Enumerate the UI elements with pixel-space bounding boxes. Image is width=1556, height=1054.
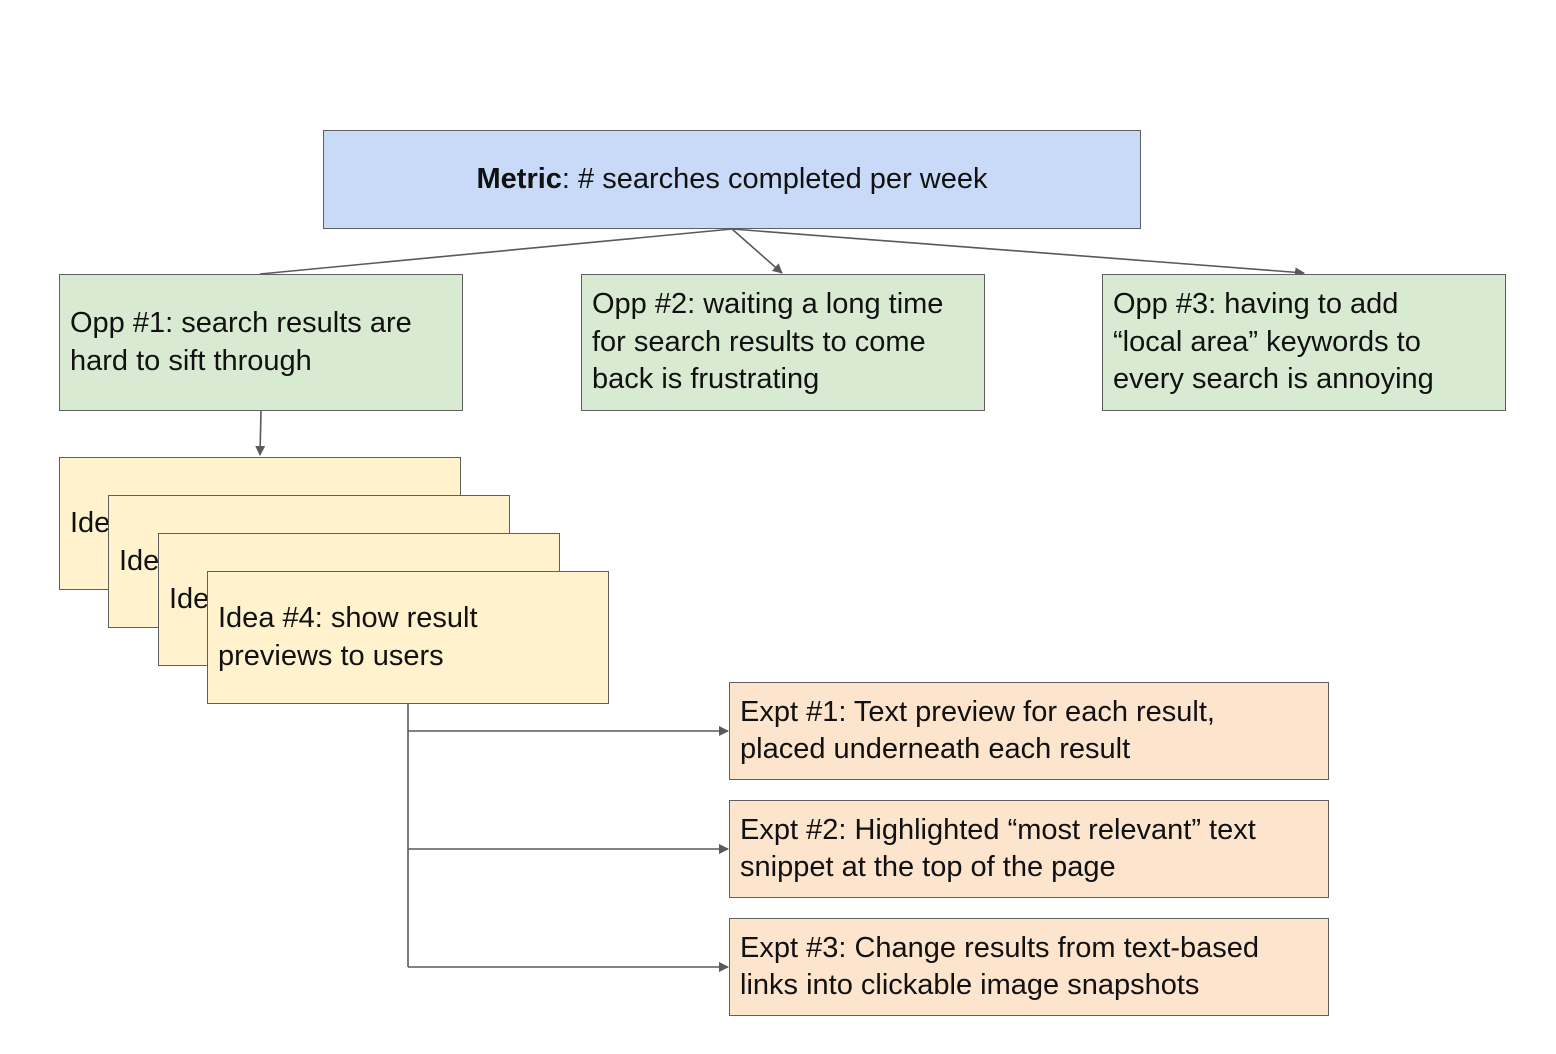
experiment-box-1: Expt #1: Text preview for each result, p…: [729, 682, 1329, 780]
text-line: snippet at the top of the page: [740, 851, 1116, 883]
connector-opp-1-to-ideas: [255, 410, 266, 456]
connector-metric-to-opp-1: [259, 228, 733, 275]
idea-text: Ide: [70, 505, 110, 543]
opportunity-box-2: Opp #2: waiting a long time for search r…: [581, 274, 985, 411]
idea-text: Ide: [119, 543, 159, 581]
text-line: previews to users: [218, 639, 444, 672]
text-line: Ide: [70, 506, 111, 539]
opportunity-text: Opp #3: having to add “local area” keywo…: [1113, 286, 1434, 399]
experiment-box-3: Expt #3: Change results from text-based …: [729, 918, 1329, 1016]
text-line: Opp #3: having to add: [1113, 288, 1399, 321]
metric-text: Metric: # searches completed per week: [477, 161, 988, 199]
opportunity-text: Opp #1: search results are hard to sift …: [70, 305, 412, 380]
text-line: back is frustrating: [592, 363, 820, 396]
metric-box: Metric: # searches completed per week: [323, 130, 1141, 229]
text-line: for search results to come: [592, 325, 926, 358]
text-line: Ide: [119, 544, 160, 577]
text-line: “local area” keywords to: [1113, 325, 1421, 358]
metric-label: Metric: [476, 162, 562, 195]
text-line: Expt #2: Highlighted “most relevant” tex…: [740, 813, 1256, 846]
text-line: Opp #2: waiting a long time: [592, 288, 944, 321]
text-line: Opp #1: search results are: [70, 307, 412, 339]
text-line: every search is annoying: [1113, 363, 1434, 396]
idea-card-4: Idea #4: show result previews to users: [207, 571, 609, 704]
idea-text: Idea #4: show result previews to users: [218, 600, 478, 675]
metric-value: : # searches completed per week: [561, 162, 988, 195]
opportunity-box-1: Opp #1: search results are hard to sift …: [59, 274, 463, 411]
connector-metric-to-opp-2: [731, 228, 783, 274]
experiment-text: Expt #3: Change results from text-based …: [740, 930, 1259, 1005]
opportunity-box-3: Opp #3: having to add “local area” keywo…: [1102, 274, 1506, 411]
experiment-text: Expt #1: Text preview for each result, p…: [740, 694, 1215, 769]
text-line: Expt #3: Change results from text-based: [740, 931, 1260, 964]
experiment-box-2: Expt #2: Highlighted “most relevant” tex…: [729, 800, 1329, 898]
text-line: Ide: [169, 582, 210, 615]
text-line: Idea #4: show result: [218, 602, 478, 634]
opportunity-text: Opp #2: waiting a long time for search r…: [592, 286, 943, 399]
text-line: links into clickable image snapshots: [740, 969, 1200, 1001]
idea-text: Ide: [169, 581, 209, 619]
text-line: Expt #1: Text preview for each result,: [740, 695, 1215, 728]
text-line: placed underneath each result: [740, 733, 1131, 765]
connector-metric-to-opp-3: [731, 228, 1305, 278]
experiment-text: Expt #2: Highlighted “most relevant” tex…: [740, 812, 1256, 887]
text-line: hard to sift through: [70, 344, 312, 377]
